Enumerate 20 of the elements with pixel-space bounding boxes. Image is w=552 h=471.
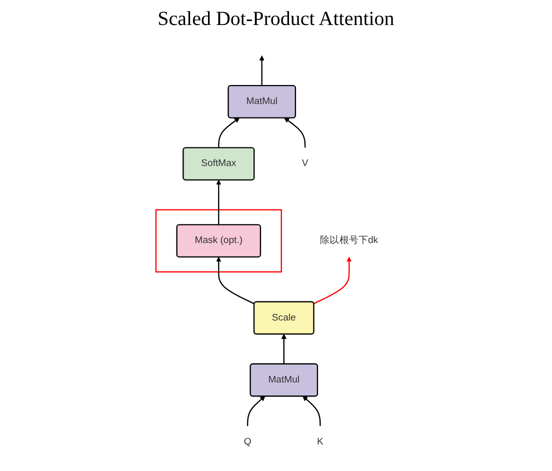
arrow — [281, 334, 287, 364]
arrow — [259, 55, 265, 86]
arrow — [302, 396, 321, 426]
node-box: Scale — [253, 301, 314, 335]
arrow — [216, 256, 254, 304]
node-box: Mask (opt.) — [176, 224, 262, 258]
node-text: V — [302, 158, 308, 169]
arrow — [216, 180, 222, 225]
diagram-title: Scaled Dot-Product Attention — [156, 8, 396, 31]
node-box: MatMul — [250, 363, 318, 397]
arrow — [247, 396, 266, 426]
node-text: K — [317, 436, 324, 447]
arrow — [284, 118, 306, 148]
node-box: SoftMax — [182, 147, 255, 181]
node-text: 除以根号下dk — [320, 235, 378, 246]
arrow — [218, 118, 240, 148]
arrow — [314, 256, 352, 304]
node-box: MatMul — [228, 84, 296, 118]
node-text: Q — [244, 436, 252, 447]
cluster — [155, 209, 282, 272]
